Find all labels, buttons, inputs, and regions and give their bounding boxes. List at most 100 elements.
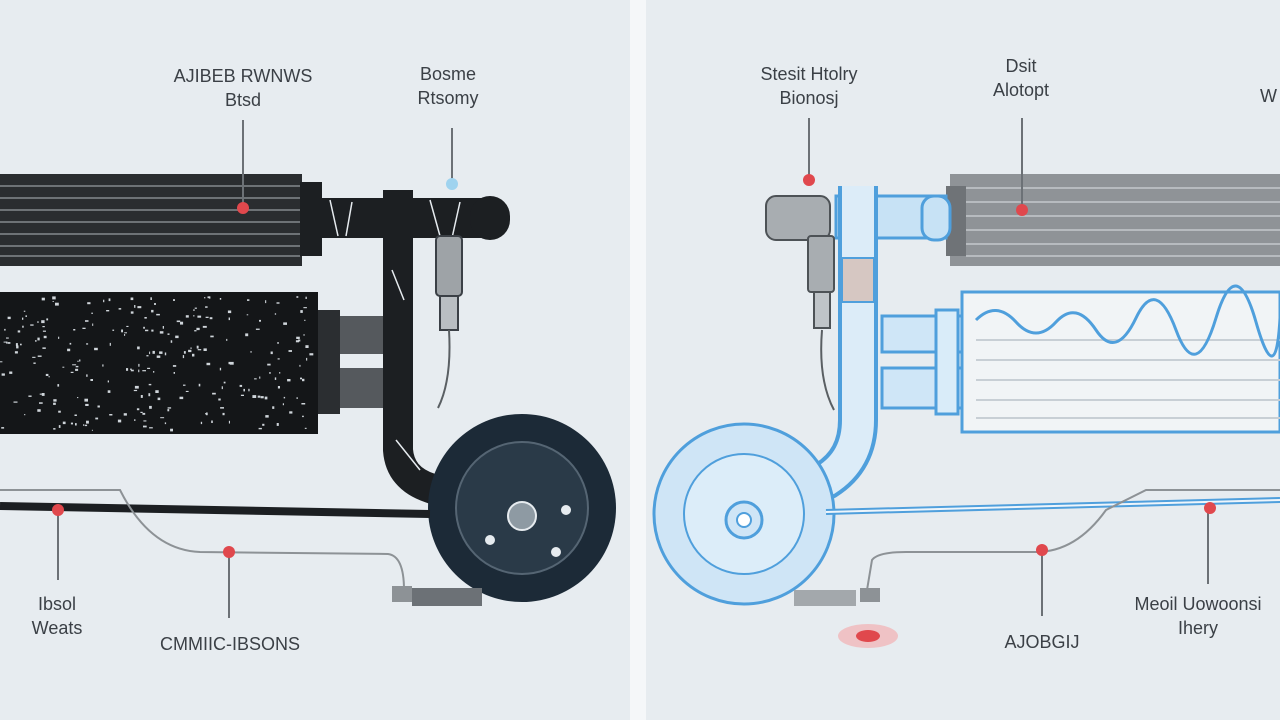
speckle: [197, 349, 202, 351]
speckle: [15, 343, 18, 347]
speckle: [299, 364, 301, 367]
speckle: [85, 320, 89, 322]
right-label-bottom-2: Meoil Uowoonsi Ihery: [1134, 594, 1262, 638]
right-label-bottom-1: AJOBGIJ: [1004, 632, 1080, 652]
speckle: [149, 405, 152, 409]
speckle: [6, 337, 9, 339]
speckle: [121, 329, 123, 333]
speckle: [183, 351, 186, 354]
left-wires: [0, 489, 482, 606]
speckle: [58, 410, 61, 413]
speckle: [229, 361, 234, 365]
speckle: [72, 364, 77, 366]
right-filter-cylinder: [880, 284, 1280, 434]
panel-divider: [630, 0, 646, 720]
left-label-top-2: Bosme Rtsomy: [417, 64, 479, 108]
speckle: [257, 395, 261, 398]
speckle: [145, 329, 149, 332]
speckle: [142, 412, 146, 415]
speckle: [143, 326, 145, 329]
speckle: [94, 347, 98, 351]
speckle: [219, 298, 222, 300]
speckle: [130, 297, 134, 301]
left-sensor: [435, 235, 463, 409]
left-label-bottom-1: Ibsol Weats: [31, 594, 83, 638]
speckle: [302, 378, 305, 382]
speckle: [198, 383, 201, 387]
speckle: [267, 363, 271, 366]
speckle: [70, 371, 74, 373]
speckle: [90, 379, 93, 381]
speckle: [107, 380, 109, 383]
speckle: [272, 406, 275, 409]
right-wires: [794, 489, 1280, 606]
speckle: [309, 353, 314, 356]
speckle: [86, 374, 88, 377]
speckle: [185, 390, 189, 392]
speckle: [211, 420, 213, 423]
speckle: [124, 334, 126, 336]
speckle: [240, 394, 244, 396]
speckle: [167, 333, 170, 335]
speckle: [74, 414, 77, 416]
speckle: [153, 371, 155, 373]
speckle: [14, 351, 18, 354]
speckle: [37, 321, 39, 323]
speckle: [164, 422, 167, 425]
speckle: [52, 301, 54, 302]
speckle: [9, 371, 13, 374]
left-label-bottom-2: CMMIIC-IBSONS: [159, 634, 300, 654]
speckle: [159, 351, 163, 354]
speckle: [160, 417, 165, 419]
speckle: [41, 320, 45, 324]
speckle: [58, 425, 61, 428]
left-label-top-1: AJIBEB RWNWS Btsd: [173, 66, 313, 110]
speckle: [206, 362, 211, 366]
speckle: [172, 365, 177, 367]
speckle: [30, 324, 34, 326]
speckle: [126, 368, 129, 371]
speckle: [67, 348, 71, 352]
speckle: [274, 377, 277, 380]
right-label-top-2: Dsit Alotopt: [992, 56, 1050, 100]
speckle: [245, 333, 249, 337]
speckle: [182, 355, 185, 359]
speckle: [134, 305, 136, 308]
speckle: [77, 397, 79, 399]
speckle: [228, 317, 230, 321]
speckle: [250, 351, 252, 353]
speckle: [103, 299, 105, 303]
speckle: [193, 309, 195, 311]
left-marker-dots: [52, 202, 249, 558]
speckle: [87, 302, 91, 305]
speckle: [102, 364, 104, 367]
speckle: [75, 365, 79, 368]
speckle: [243, 388, 245, 392]
speckle: [283, 396, 286, 399]
speckle: [138, 369, 140, 373]
speckle: [207, 296, 210, 299]
speckle: [143, 420, 147, 422]
speckle: [264, 396, 268, 400]
speckle: [226, 338, 228, 341]
speckle: [194, 307, 197, 309]
speckle: [42, 347, 46, 349]
speckle: [248, 388, 250, 392]
speckle: [57, 384, 60, 387]
speckle: [170, 340, 173, 343]
right-red-glow: [838, 624, 898, 648]
speckle: [255, 328, 260, 330]
speckle: [35, 340, 37, 342]
speckle: [75, 423, 77, 426]
speckle: [239, 384, 243, 387]
right-diagram-panel: Stesit Htolry Bionosj Dsit Alotopt W AJO…: [646, 0, 1280, 720]
speckle: [296, 397, 298, 399]
speckle: [167, 409, 170, 412]
speckle: [92, 323, 94, 326]
speckle: [155, 390, 159, 393]
speckle: [210, 335, 214, 338]
speckle: [305, 296, 307, 299]
speckle: [39, 393, 44, 395]
speckle: [173, 372, 175, 374]
speckle: [140, 411, 143, 413]
